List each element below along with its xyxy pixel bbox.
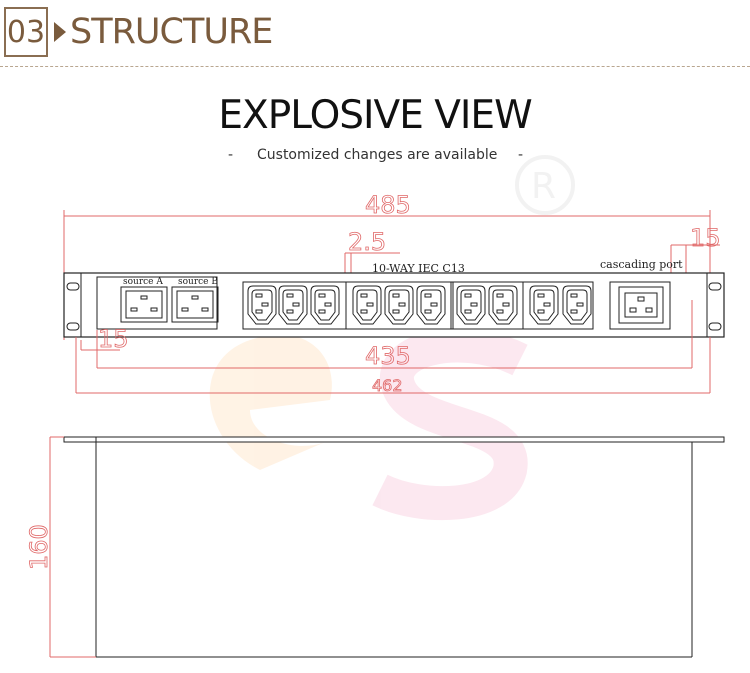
section-title: STRUCTURE [70, 12, 273, 52]
c13-outlet [529, 285, 559, 325]
source-b-inlet [171, 286, 219, 323]
subtitle-text: Customized changes are available [257, 147, 498, 163]
svg-text:R: R [531, 166, 556, 207]
mount-slot [708, 322, 722, 331]
mount-slot [66, 322, 80, 331]
section-header: 03 STRUCTURE [4, 6, 273, 58]
c13-outlet [352, 285, 382, 325]
subtitle-dash-right: - [518, 147, 524, 163]
c13-outlet [562, 285, 592, 325]
mount-slot [66, 282, 80, 291]
subtitle: - Customized changes are available - [0, 147, 750, 167]
section-number: 03 [4, 7, 48, 57]
c13-outlet [278, 285, 308, 325]
outlets-label: 10-WAY IEC C13 [372, 262, 465, 275]
c13-outlet [384, 285, 414, 325]
c13-outlet [488, 285, 518, 325]
dim-inner-width: 435 [97, 300, 693, 370]
dim-right-margin: 15 [670, 224, 721, 300]
dim-435-label: 435 [365, 342, 411, 370]
c13-outlet [456, 285, 486, 325]
c13-outlet [247, 285, 277, 325]
subtitle-dash-left: - [228, 147, 234, 163]
page-title: EXPLOSIVE VIEW [218, 93, 532, 138]
c13-outlet [310, 285, 340, 325]
c13-outlet [416, 285, 446, 325]
mount-slot [708, 282, 722, 291]
dim-462-label: 462 [372, 376, 403, 395]
arrow-right-icon [54, 22, 66, 42]
dim-mount-width: 462 [75, 337, 711, 395]
watermark-logo: R [209, 155, 575, 521]
source-a-inlet [120, 286, 168, 323]
cascading-port [618, 286, 664, 324]
dim-2-5-label: 2.5 [348, 228, 386, 256]
dim-depth: 160 [25, 436, 96, 658]
source-b-label: source B [178, 277, 218, 287]
front-panel: source A source B 10-WAY IEC C13 cascadi… [63, 258, 725, 338]
dim-15-left-label: 15 [98, 325, 129, 353]
dim-left-margin: 15 [80, 325, 129, 368]
cascading-port-label: cascading port [600, 258, 683, 271]
dashed-divider [0, 66, 750, 67]
source-a-label: source A [123, 277, 163, 287]
dim-485-label: 485 [365, 191, 411, 219]
top-view [63, 436, 725, 658]
dim-15-right-label: 15 [690, 224, 721, 252]
dim-160-label: 160 [25, 524, 53, 570]
